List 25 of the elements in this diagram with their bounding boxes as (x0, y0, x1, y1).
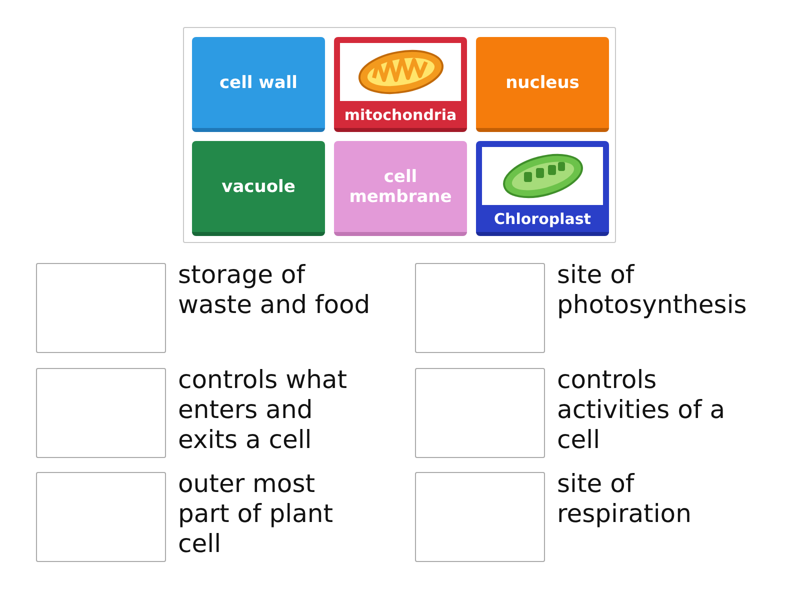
answer-tile (334, 37, 467, 132)
tile-label: mitochondria (344, 104, 457, 124)
drop-box (415, 472, 545, 562)
tile-label: cell membrane (348, 166, 453, 206)
statement-text: controls what enters and exits a cell (178, 365, 348, 455)
statement-text: storage of waste and food (178, 260, 372, 320)
tile-label: cell wall (219, 72, 298, 92)
tile-label: vacuole (222, 176, 296, 196)
statement-text: outer most part of plant cell (178, 469, 334, 559)
tile-label: Chloroplast (494, 208, 591, 228)
drop-box (415, 263, 545, 353)
tile-tray (183, 27, 616, 243)
statement-text: site of photosynthesis (557, 260, 748, 320)
answer-tile (192, 37, 325, 132)
drop-box (36, 263, 166, 353)
answer-tile (476, 37, 609, 132)
drop-box (36, 368, 166, 458)
statement-text: site of respiration (557, 469, 692, 529)
answer-tile (192, 141, 325, 236)
drop-box (36, 472, 166, 562)
drop-box (415, 368, 545, 458)
answer-tile (334, 141, 467, 236)
answer-tile (476, 141, 609, 236)
tile-label: nucleus (506, 72, 580, 92)
statement-text: controls activities of a cell (557, 365, 726, 455)
